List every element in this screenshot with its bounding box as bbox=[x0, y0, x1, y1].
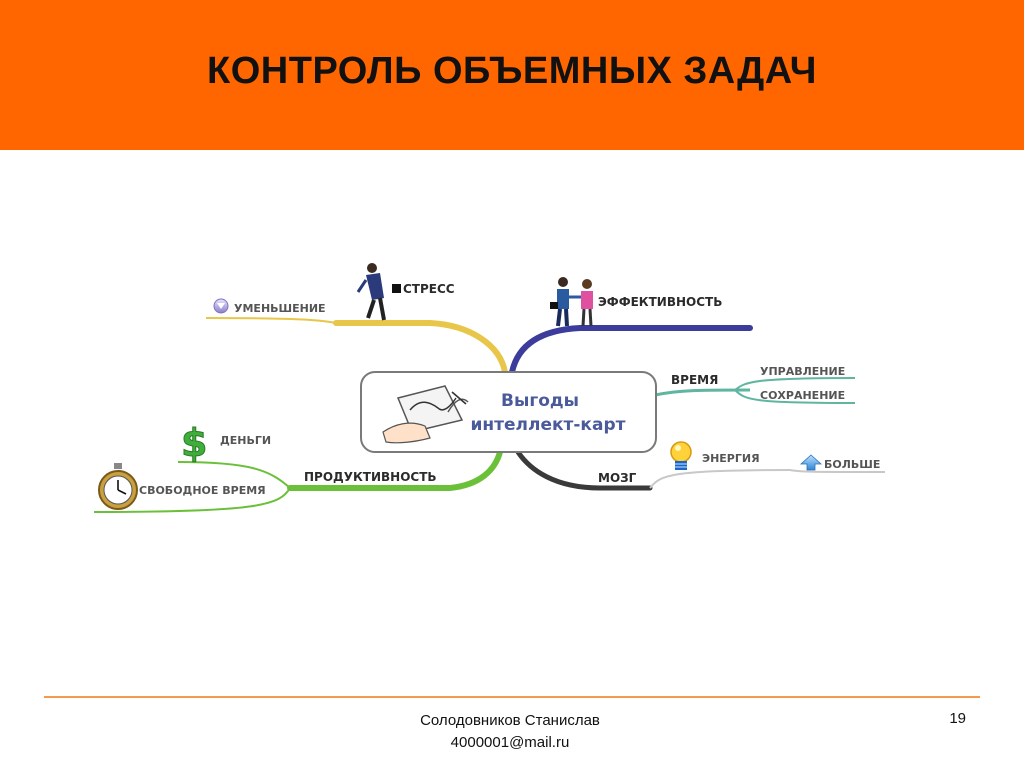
footer-divider bbox=[44, 696, 980, 698]
sub-line-manage bbox=[734, 377, 856, 391]
handshake-drawing-icon bbox=[382, 385, 469, 444]
center-node-line2: интеллект-карт bbox=[471, 415, 626, 435]
sub-line-reduce bbox=[205, 317, 337, 324]
branch-label-energy: ЭНЕРГИЯ bbox=[702, 452, 760, 465]
author-name: Солодовников Станислав bbox=[420, 712, 600, 729]
page-number: 19 bbox=[949, 710, 966, 727]
arrow-up-icon bbox=[799, 454, 823, 471]
svg-text:$: $ bbox=[181, 421, 207, 465]
branch-label-manage: УПРАВЛЕНИЕ bbox=[760, 365, 845, 378]
branch-curve-efficiency bbox=[509, 325, 753, 375]
dollar-sign-icon: $ bbox=[181, 421, 208, 466]
branch-curve-productivity bbox=[287, 449, 503, 491]
slide-title: КОНТРОЛЬ ОБЪЕМНЫХ ЗАДАЧ bbox=[207, 50, 817, 92]
branch-label-productivity: ПРОДУКТИВНОСТЬ bbox=[304, 470, 437, 484]
business-handshake-icon bbox=[550, 277, 593, 327]
sub-line-more bbox=[789, 469, 886, 473]
branch-label-money: ДЕНЬГИ bbox=[220, 434, 271, 447]
sub-line-energy bbox=[649, 469, 791, 489]
branch-label-free-time: СВОБОДНОЕ ВРЕМЯ bbox=[139, 484, 266, 497]
arrow-down-icon bbox=[213, 298, 229, 314]
stopwatch-icon bbox=[98, 463, 138, 510]
branch-label-time: ВРЕМЯ bbox=[671, 373, 718, 387]
branch-curve-brain bbox=[515, 449, 653, 491]
sub-line-save bbox=[734, 389, 856, 404]
light-bulb-icon bbox=[670, 441, 692, 470]
branch-label-reduce: УМЕНЬШЕНИЕ bbox=[234, 302, 326, 315]
author-email: 4000001@mail.ru bbox=[450, 734, 570, 751]
branch-label-efficiency: ЭФФЕКТИВНОСТЬ bbox=[598, 295, 722, 309]
footer-author-block: Солодовников Станислав 4000001@mail.ru bbox=[380, 710, 640, 754]
center-node-line1: Выгоды bbox=[501, 391, 579, 411]
title-banner: КОНТРОЛЬ ОБЪЕМНЫХ ЗАДАЧ bbox=[0, 0, 1024, 150]
sub-line-money bbox=[177, 461, 291, 489]
branch-label-brain: МОЗГ bbox=[598, 471, 637, 485]
branch-label-stress: СТРЕСС bbox=[403, 282, 455, 296]
running-businessman-icon bbox=[356, 263, 401, 321]
branch-label-more: БОЛЬШЕ bbox=[824, 458, 880, 471]
branch-curve-stress bbox=[333, 320, 508, 375]
sub-line-free-time bbox=[93, 487, 291, 513]
branch-label-save: СОХРАНЕНИЕ bbox=[760, 389, 845, 402]
